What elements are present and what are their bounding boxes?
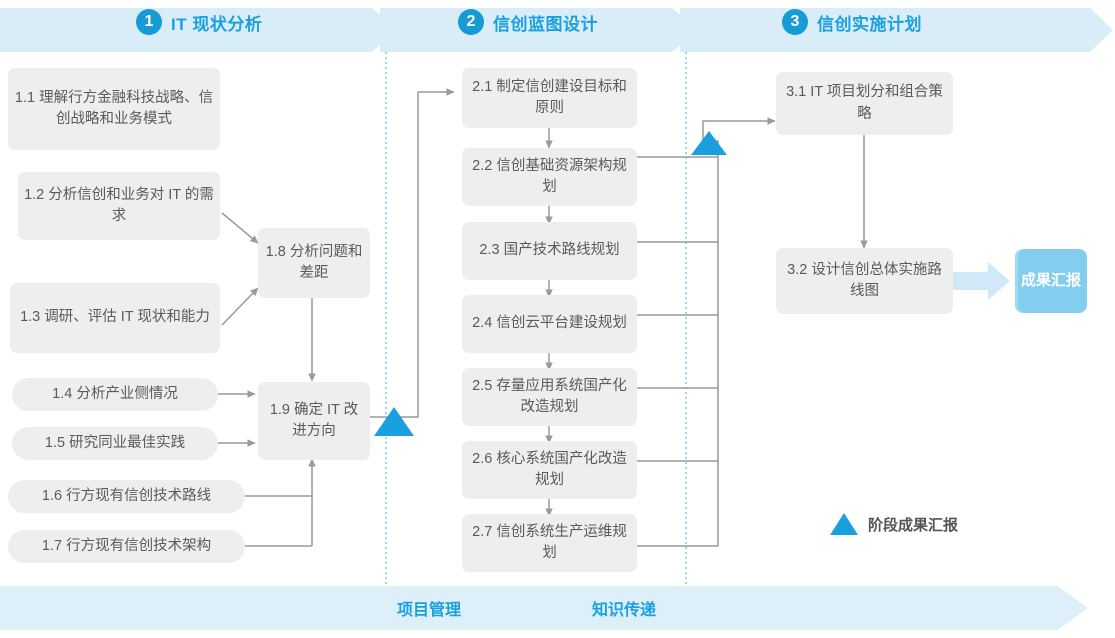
box-2-3[interactable]: 2.3 国产技术路线规划 [462,222,637,280]
milestone-triangle-phase1 [374,407,414,436]
box-3-2[interactable]: 3.2 设计信创总体实施路线图 [776,248,953,314]
legend-label: 阶段成果汇报 [868,516,959,534]
box-3-1[interactable]: 3.1 IT 项目划分和组合策略 [776,72,953,135]
phase-1-number: 1 [136,9,162,35]
bottom-band-shape [0,586,1088,630]
box-2-5[interactable]: 2.5 存量应用系统国产化改造规划 [462,368,637,426]
bottom-band [0,586,1115,630]
phase-2-label: 2 信创蓝图设计 [458,0,598,44]
edge-1-2-to-1-8 [221,212,259,244]
phase-2-number: 2 [458,9,484,35]
edge-1-3-to-1-8 [221,287,259,326]
box-1-5[interactable]: 1.5 研究同业最佳实践 [12,427,218,460]
box-2-4[interactable]: 2.4 信创云平台建设规划 [462,295,637,353]
phase-3-title: 信创实施计划 [817,14,922,34]
box-1-4[interactable]: 1.4 分析产业侧情况 [12,378,218,411]
box-1-7[interactable]: 1.7 行方现有信创技术架构 [8,530,245,563]
phase-3-number: 3 [782,9,808,35]
box-1-9[interactable]: 1.9 确定 IT 改进方向 [258,382,370,460]
edge-1-9-to-2-1 [370,88,455,418]
milestone-triangle-icon [830,513,858,535]
edge-rightbus-to-3-1 [702,117,776,141]
box-1-8[interactable]: 1.8 分析问题和差距 [258,228,370,298]
result-report-box[interactable]: 成果汇报 [1015,249,1087,313]
box-1-1[interactable]: 1.1 理解行方金融科技战略、信创战略和业务模式 [8,68,220,150]
box-2-1[interactable]: 2.1 制定信创建设目标和原则 [462,68,637,128]
box-2-7[interactable]: 2.7 信创系统生产运维规划 [462,514,637,572]
phase-1-title: IT 现状分析 [171,14,263,34]
box-1-2[interactable]: 1.2 分析信创和业务对 IT 的需求 [18,172,220,240]
bottom-label-project-management: 项目管理 [397,602,462,619]
phase-2-title: 信创蓝图设计 [493,14,598,34]
legend: 阶段成果汇报 [830,513,958,535]
bottom-label-knowledge-transfer: 知识传递 [592,602,657,619]
box-2-2[interactable]: 2.2 信创基础资源架构规划 [462,148,637,206]
box-1-6[interactable]: 1.6 行方现有信创技术路线 [8,480,245,513]
phase-1-label: 1 IT 现状分析 [136,0,262,44]
right-bus-vertical [703,140,719,546]
box-1-3[interactable]: 1.3 调研、评估 IT 现状和能力 [10,283,220,353]
milestone-triangle-phase2 [691,131,727,155]
phase-3-label: 3 信创实施计划 [782,0,922,44]
result-arrow-icon [953,262,1010,300]
box-2-6[interactable]: 2.6 核心系统国产化改造规划 [462,441,637,499]
